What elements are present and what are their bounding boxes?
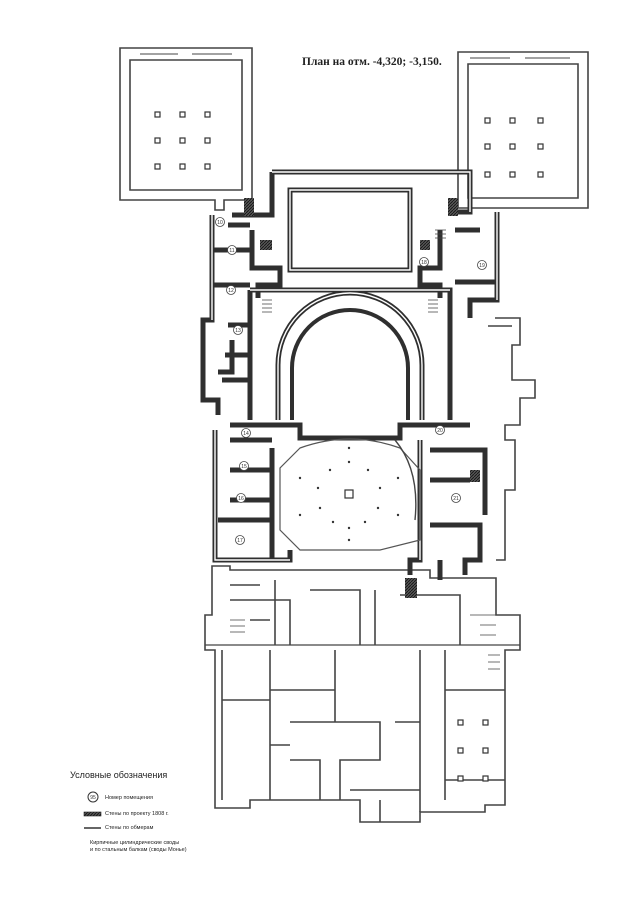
- room-number: 13: [235, 328, 241, 334]
- room-number: 20: [437, 428, 443, 434]
- legend-item-vaults: Кирпичные цилиндрические своды: [90, 840, 180, 846]
- stairs: [262, 229, 446, 313]
- room-marker: 16: [236, 493, 246, 503]
- wall-cores: [211, 171, 498, 561]
- room-number: 10: [217, 220, 223, 226]
- room-marker: 15: [239, 461, 249, 471]
- legend-item-room-number: Номер помещения: [105, 795, 153, 801]
- legend: Условные обозначения Номер помещения Сте…: [70, 770, 330, 853]
- measured-walls: [119, 47, 589, 823]
- legend-symbols: 95: [83, 791, 102, 829]
- room-marker: 21: [451, 493, 461, 503]
- room-marker: 19: [477, 260, 487, 270]
- legend-room-sample: 95: [90, 795, 96, 801]
- room-marker: 14: [241, 428, 251, 438]
- legend-item-walls-measured: Стены по обмерам: [105, 825, 154, 831]
- room-marker: 18: [419, 257, 429, 267]
- room-number-markers: 10 11 12 13 14 15 16 17 18 19 20 21: [215, 217, 487, 545]
- legend-item-walls-1808: Стены по проекту 1808 г.: [105, 811, 169, 817]
- room-number: 12: [228, 288, 234, 294]
- hatched-masonry: [244, 198, 480, 598]
- room-marker: 10: [215, 217, 225, 227]
- room-marker: 13: [233, 325, 243, 335]
- legend-heading: Условные обозначения: [70, 770, 168, 780]
- room-marker: 12: [226, 285, 236, 295]
- room-marker: 17: [235, 535, 245, 545]
- room-marker: 20: [435, 425, 445, 435]
- columns: [154, 111, 544, 782]
- plan-title: План на отм. -4,320; -3,150.: [302, 56, 442, 68]
- room-number: 17: [237, 538, 243, 544]
- legend-item-vaults-line2: и по стальным балкам (своды Монье): [90, 847, 187, 853]
- room-number: 19: [479, 263, 485, 269]
- room-number: 21: [453, 496, 459, 502]
- room-number: 11: [229, 248, 234, 254]
- legend-wall-1808-swatch: [83, 811, 102, 817]
- walls-1808: [200, 169, 500, 580]
- room-number: 14: [243, 431, 249, 437]
- room-marker: 11: [227, 245, 237, 255]
- room-number: 18: [421, 260, 427, 266]
- rotunda: [279, 438, 421, 551]
- room-number: 15: [241, 464, 247, 470]
- room-number: 16: [238, 496, 244, 502]
